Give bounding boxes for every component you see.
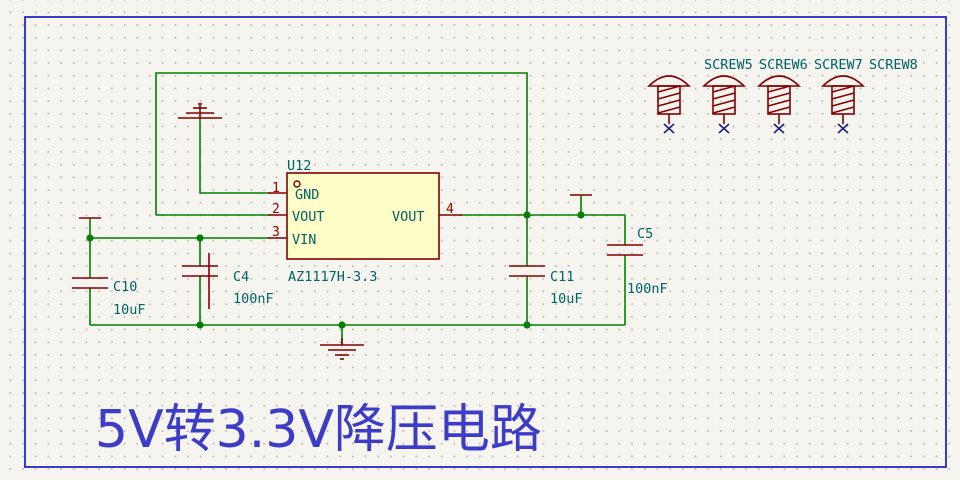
cap-value: 100nF [627,281,668,297]
screw-thread [767,99,791,107]
wire-vout-loop [155,72,528,215]
screw-thread [657,92,681,100]
screw-thread [831,106,855,114]
junction-dot [196,321,204,329]
screw-thread [657,85,681,93]
wires [89,72,626,345]
screw-thread [767,92,791,100]
no-connect-mark [773,123,785,134]
gnd-symbol-top[interactable] [178,103,222,119]
screw-screw5[interactable] [647,75,691,134]
pin-number: 2 [272,202,280,217]
screw-screw7[interactable] [757,75,801,134]
regulator-u12[interactable]: U12 1 2 3 4 GND VOUT VIN VOUT AZ1117H-3.… [268,158,462,285]
cap-ref: C11 [550,269,574,285]
regulator-body [286,172,440,260]
capacitor-c5[interactable]: C5 100nF [607,226,668,297]
cap-value: 10uF [113,302,146,318]
screw-thread [767,85,791,93]
regulator-ref: U12 [287,158,311,174]
screw-thread [767,106,791,114]
pin-number: 4 [446,202,454,217]
junctions [86,211,585,329]
regulator-value: AZ1117H-3.3 [288,269,377,285]
screw-ref: SCREW6 [759,57,808,73]
no-connect-mark [663,123,675,134]
screw-head [757,75,801,87]
cap-value: 10uF [550,291,583,307]
screw-ref: SCREW8 [869,57,918,73]
junction-dot [577,211,585,219]
junction-dot [523,321,531,329]
circuit-title: 5V转3.3V降压电路 [95,400,542,460]
cap-value: 100nF [233,291,274,307]
capacitor-c4[interactable]: C4 100nF [182,253,274,309]
screw-screw6[interactable] [702,75,746,134]
cap-ref: C10 [113,279,137,295]
junction-dot [196,234,204,242]
cap-ref: C5 [637,226,653,242]
pin1-marker [293,180,301,188]
screw-head [821,75,865,87]
screw-thread [712,92,736,100]
junction-dot [338,321,346,329]
wire-gnd-pin1 [199,118,270,194]
gnd-symbol-bottom[interactable] [320,338,364,360]
screw-ref: SCREW7 [814,57,863,73]
cap-ref: C4 [233,269,249,285]
junction-dot [86,234,94,242]
screw-thread [831,99,855,107]
pin-number: 3 [272,225,280,240]
screw-screw8[interactable] [821,75,865,134]
screw-thread [712,106,736,114]
pin-name: VIN [292,232,316,248]
screw-thread [712,99,736,107]
screw-thread [831,85,855,93]
screw-symbols [647,75,865,134]
capacitor-c11[interactable]: C11 10uF [509,265,583,307]
no-connect-mark [718,123,730,134]
capacitor-c10[interactable]: C10 10uF [72,277,146,318]
screw-thread [657,106,681,114]
screw-thread [831,92,855,100]
no-connect-mark [837,123,849,134]
screw-head [702,75,746,87]
screw-head [647,75,691,87]
pin-name: GND [295,187,319,203]
junction-dot [523,211,531,219]
screw-thread [712,85,736,93]
screw-labels: SCREW5 SCREW6 SCREW7 SCREW8 [704,57,918,73]
pin-name: VOUT [392,209,425,225]
pin-number: 1 [272,181,280,196]
screw-thread [657,99,681,107]
pin-name: VOUT [292,209,325,225]
screw-ref: SCREW5 [704,57,753,73]
sheet-border [24,16,947,468]
